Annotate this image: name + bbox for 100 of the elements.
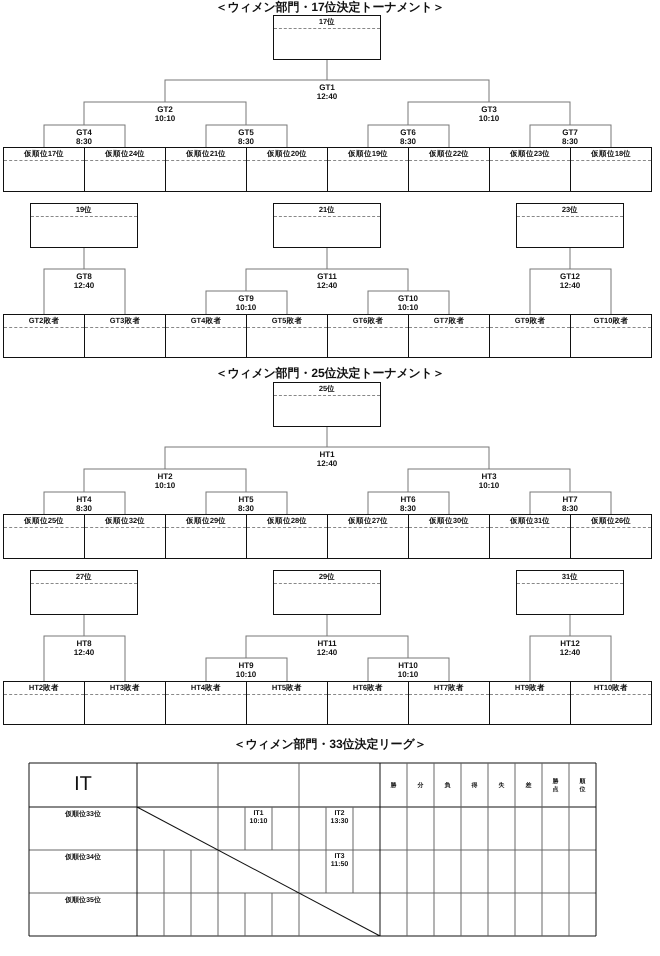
- result-box: [273, 15, 381, 60]
- result-box: [165, 147, 247, 192]
- result-box: [489, 681, 571, 725]
- bracket-line: [84, 468, 166, 492]
- result-box: [570, 514, 652, 559]
- bracket-line: [246, 492, 288, 514]
- table-heading: IT: [73, 773, 93, 795]
- bracket-line: [326, 446, 490, 470]
- bracket-line: [530, 124, 570, 148]
- match-number: HT12: [559, 639, 581, 648]
- match-time: 10:10: [478, 114, 500, 123]
- bracket-line: [326, 614, 328, 636]
- result-box: [489, 514, 571, 559]
- match-number: GT3: [480, 105, 498, 114]
- bracket-line: [246, 658, 288, 682]
- result-box: [3, 514, 85, 559]
- bracket-line: [530, 492, 570, 514]
- bracket-line: [246, 636, 328, 658]
- match-time: 12:40: [72, 281, 96, 290]
- result-box: [273, 203, 381, 248]
- bracket-line: [368, 658, 408, 682]
- bracket-line: [408, 468, 490, 492]
- result-box: [246, 514, 328, 559]
- bracket-line: [84, 268, 126, 314]
- match-number: GT9: [237, 294, 255, 303]
- match-number: HT4: [75, 495, 93, 504]
- match-number: HT2: [156, 472, 174, 481]
- result-box: [408, 314, 490, 358]
- bracket-line: [164, 102, 246, 126]
- match-time: 8:30: [560, 137, 579, 146]
- bracket-line: [408, 102, 490, 126]
- bracket-line: [44, 124, 84, 148]
- result-box: [570, 314, 652, 358]
- match-time: 8:30: [398, 504, 417, 513]
- result-box: [84, 681, 166, 725]
- match-time: 12:40: [558, 648, 582, 657]
- match-number: HT1: [318, 450, 336, 459]
- bracket-line: [84, 124, 126, 148]
- match-time: 8:30: [398, 137, 417, 146]
- result-box: [327, 681, 409, 725]
- match-number: HT3: [480, 472, 498, 481]
- match-time: 12:40: [72, 648, 96, 657]
- bracket-line: [84, 636, 126, 682]
- bracket-line: [570, 124, 612, 148]
- match-time: 10:10: [154, 114, 176, 123]
- match-number: HT7: [561, 495, 579, 504]
- match-number: GT4: [75, 128, 93, 137]
- result-box: [516, 570, 624, 615]
- bracket-line: [164, 468, 246, 492]
- bracket-line: [570, 268, 612, 314]
- bracket-line: [44, 492, 84, 514]
- match-number: GT7: [561, 128, 579, 137]
- bracket-line: [408, 658, 450, 682]
- match-time: 8:30: [74, 504, 93, 513]
- result-box: [489, 314, 571, 358]
- result-box: [273, 570, 381, 615]
- match-time: 10:10: [478, 481, 500, 490]
- bracket-line: [530, 636, 570, 682]
- match-time: 12:40: [316, 92, 338, 101]
- result-box: [273, 382, 381, 427]
- match-number: GT10: [396, 294, 419, 303]
- result-box: [327, 147, 409, 192]
- bracket-line: [326, 60, 328, 80]
- result-box: [246, 147, 328, 192]
- result-box: [3, 314, 85, 358]
- bracket-line: [326, 268, 408, 292]
- bracket-line: [206, 124, 246, 148]
- result-box: [3, 147, 85, 192]
- bracket-line: [488, 468, 570, 492]
- match-number: GT2: [156, 105, 174, 114]
- bracket-line: [164, 80, 328, 102]
- bracket-line: [246, 124, 288, 148]
- bracket-line: [44, 268, 84, 314]
- match-time: 10:10: [234, 303, 258, 312]
- match-time: 10:10: [154, 481, 176, 490]
- result-box: [570, 681, 652, 725]
- bracket-line: [408, 124, 450, 148]
- result-box: [516, 203, 624, 248]
- bracket-line: [408, 290, 450, 314]
- result-box: [165, 514, 247, 559]
- bracket-line: [206, 492, 246, 514]
- match-number: GT12: [558, 272, 581, 281]
- result-box: [246, 314, 328, 358]
- result-box: [84, 147, 166, 192]
- match-time: 12:40: [558, 281, 582, 290]
- bracket-line: [368, 124, 408, 148]
- section-heading: ＜ウィメン部門・17位決定トーナメント＞: [214, 0, 446, 14]
- result-box: [489, 147, 571, 192]
- bracket-line: [368, 492, 408, 514]
- result-box: [408, 681, 490, 725]
- match-time: 8:30: [560, 504, 579, 513]
- bracket-line: [570, 636, 612, 682]
- result-box: [165, 681, 247, 725]
- match-number: GT5: [237, 128, 255, 137]
- bracket-line: [530, 268, 570, 314]
- match-number: GT1: [318, 83, 336, 92]
- result-box: [84, 314, 166, 358]
- match-time: 12:40: [316, 648, 338, 657]
- match-time: 10:10: [396, 670, 420, 679]
- bracket-line: [84, 492, 126, 514]
